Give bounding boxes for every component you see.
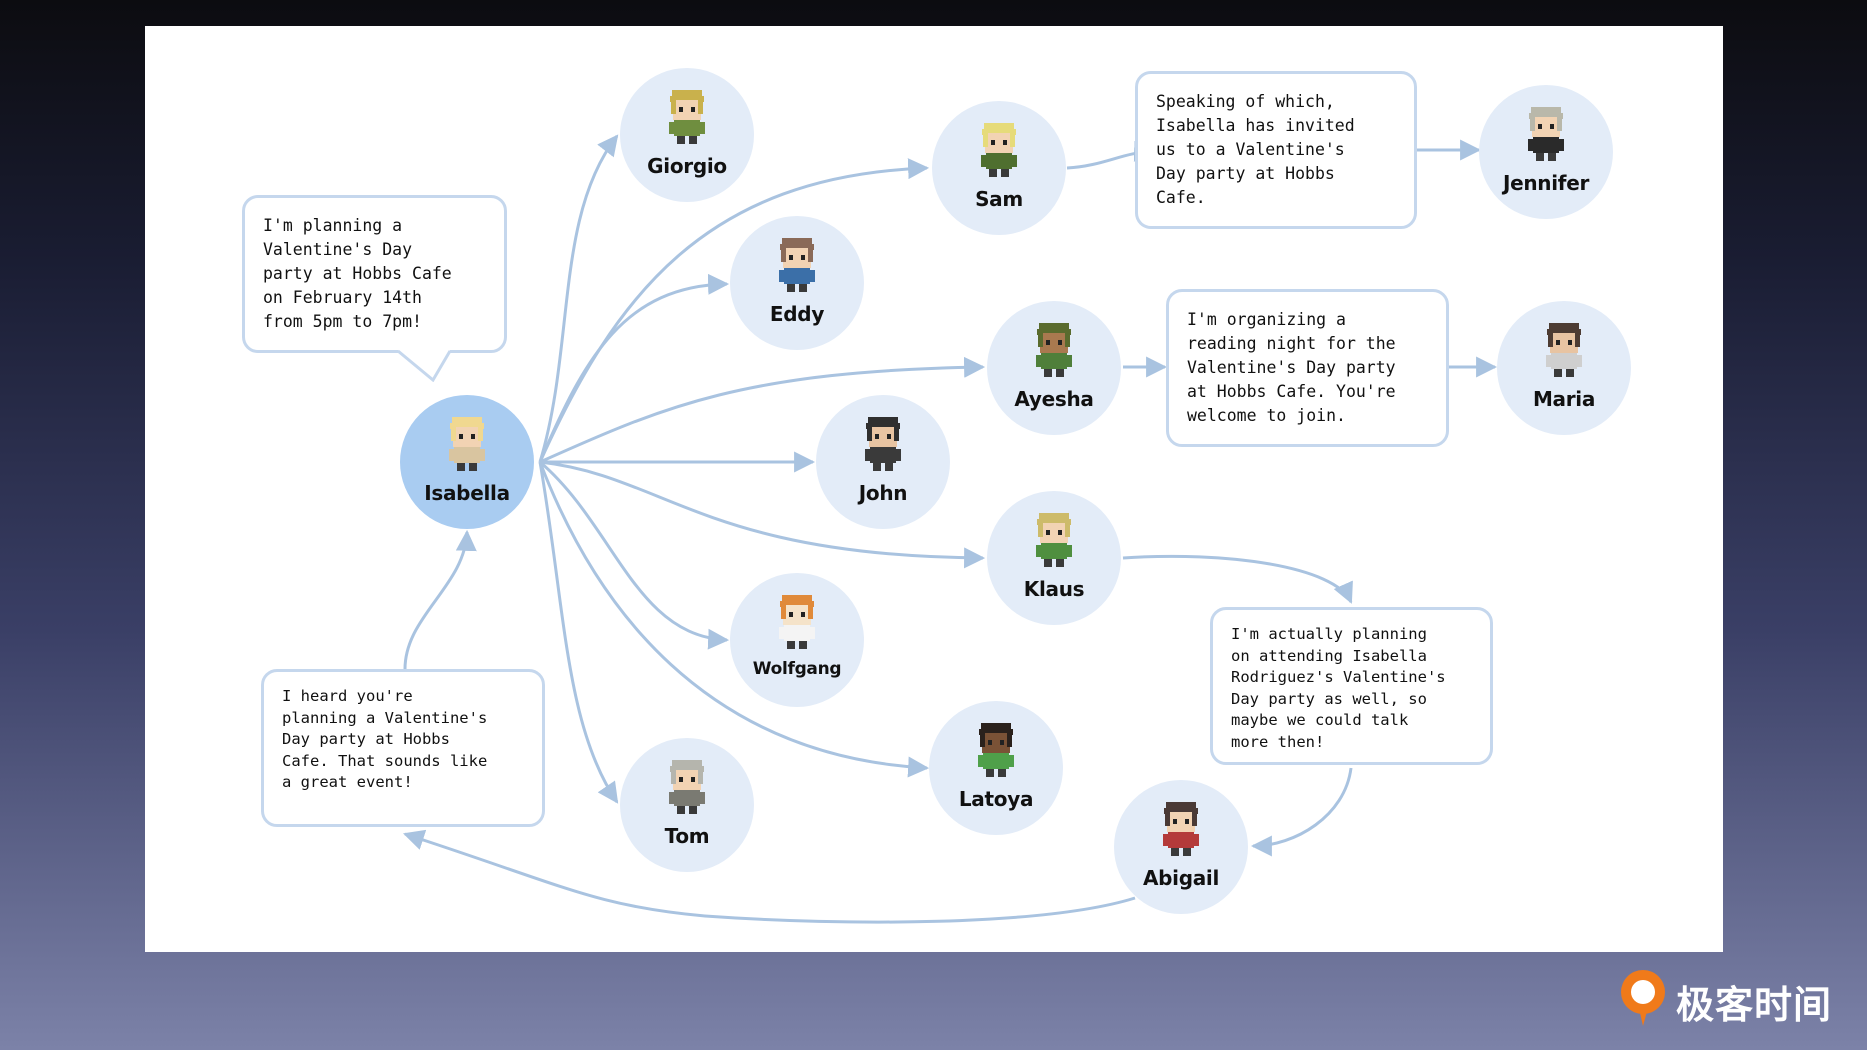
abigail-avatar-icon	[1163, 802, 1199, 856]
sam-avatar-icon	[981, 123, 1017, 177]
maria-avatar-icon	[1546, 323, 1582, 377]
node-isabella: Isabella	[400, 395, 534, 529]
jennifer-avatar-icon	[1528, 107, 1564, 161]
brand-logo: 极客时间	[1618, 968, 1858, 1028]
ayesha-avatar-icon	[1036, 323, 1072, 377]
sam-speech-bubble: Speaking of which, Isabella has invited …	[1135, 71, 1417, 229]
brand-text: 极客时间	[1676, 983, 1833, 1027]
edge-isabella-eddy	[538, 273, 730, 463]
node-label: Jennifer	[1502, 171, 1590, 195]
node-tom: Tom	[620, 738, 754, 872]
edge-tombubble-isabella	[403, 529, 477, 670]
giorgio-avatar-icon	[669, 90, 705, 144]
diagram-slide: Isabella Giorgio Sam Jennifer Eddy Ayesh…	[145, 26, 1723, 952]
edge-bubble-abigail	[1250, 767, 1353, 857]
isabella-speech-bubble: I'm planning a Valentine's Day party at …	[242, 195, 507, 353]
node-label: Giorgio	[647, 154, 727, 178]
node-label: Latoya	[958, 787, 1034, 811]
edge-abigail-tombubble	[403, 829, 1136, 924]
node-klaus: Klaus	[987, 491, 1121, 625]
ayesha-speech-bubble: I'm organizing a reading night for the V…	[1166, 289, 1449, 447]
eddy-avatar-icon	[779, 238, 815, 292]
node-ayesha: Ayesha	[987, 301, 1121, 435]
edge-isabella-wolfgang	[539, 460, 730, 650]
node-latoya: Latoya	[929, 701, 1063, 835]
klaus-avatar-icon	[1036, 513, 1072, 567]
node-label: Ayesha	[1014, 387, 1094, 411]
node-label: Abigail	[1142, 866, 1220, 890]
node-giorgio: Giorgio	[620, 68, 754, 202]
node-eddy: Eddy	[730, 216, 864, 350]
node-abigail: Abigail	[1114, 780, 1248, 914]
edges-layer	[403, 134, 1498, 924]
node-label: John	[858, 481, 908, 505]
node-label: Klaus	[1023, 577, 1085, 601]
wolfgang-avatar-icon	[779, 595, 815, 649]
node-label: Eddy	[769, 302, 825, 326]
node-jennifer: Jennifer	[1479, 85, 1613, 219]
node-label: Sam	[975, 187, 1023, 211]
node-label: Isabella	[424, 481, 510, 505]
node-john: John	[816, 395, 950, 529]
node-maria: Maria	[1497, 301, 1631, 435]
node-label: Tom	[664, 824, 710, 848]
geektime-logo-icon	[1621, 970, 1665, 1026]
edge-isabella-tom	[538, 461, 619, 804]
john-avatar-icon	[865, 417, 901, 471]
latoya-avatar-icon	[978, 723, 1014, 777]
edge-isabella-klaus	[539, 460, 986, 569]
edge-isabella-ayesha	[539, 356, 986, 464]
tom-speech-bubble: I heard you're planning a Valentine's Da…	[261, 669, 545, 827]
node-label: Maria	[1532, 387, 1596, 411]
edge-isabella-latoya	[538, 461, 930, 778]
node-wolfgang: Wolfgang	[730, 573, 864, 707]
edge-klaus-bubble	[1122, 554, 1353, 604]
speech-bubble-tail	[397, 349, 452, 382]
isabella-avatar-icon	[449, 417, 485, 471]
node-label: Wolfgang	[752, 659, 842, 679]
tom-avatar-icon	[669, 760, 705, 814]
klaus-speech-bubble: I'm actually planning on attending Isabe…	[1210, 607, 1493, 765]
edge-isabella-sam	[538, 158, 930, 463]
node-sam: Sam	[932, 101, 1066, 235]
edge-isabella-giorgio	[538, 134, 619, 463]
